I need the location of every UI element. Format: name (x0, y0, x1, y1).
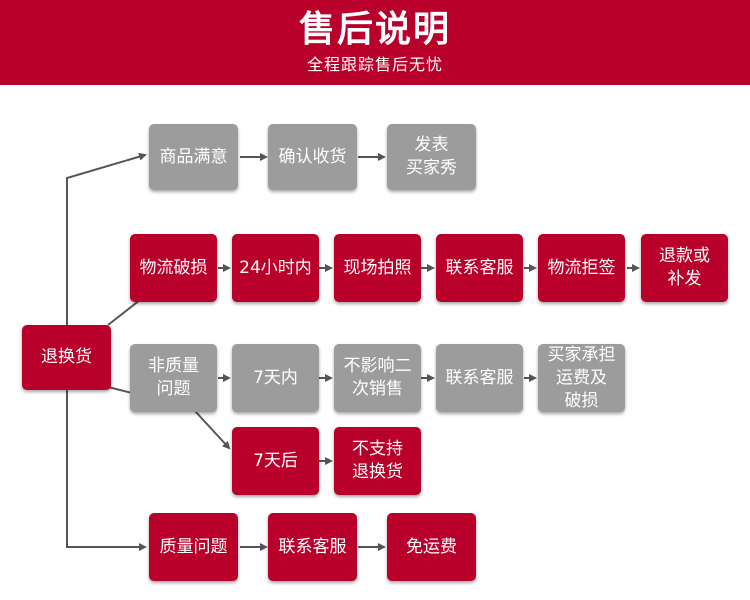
node-refuse-delivery: 物流拒签 (538, 234, 625, 302)
node-after-7-days: 7天后 (232, 427, 319, 495)
node-return-exchange: 退换货 (22, 325, 111, 390)
node-no-resale-impact: 不影响二 次销售 (334, 344, 421, 412)
node-refund-or-resend: 退款或 补发 (641, 234, 728, 302)
node-satisfied: 商品满意 (149, 124, 238, 190)
header-banner: 售后说明 全程跟踪售后无忧 (0, 0, 750, 85)
node-buyer-pays-shipping: 买家承担 运费及 破损 (538, 344, 625, 412)
node-post-review: 发表 买家秀 (387, 124, 476, 190)
node-within-7-days: 7天内 (232, 344, 319, 412)
node-non-quality-issue: 非质量 问题 (130, 344, 217, 412)
node-no-return: 不支持 退换货 (334, 427, 421, 495)
node-contact-support-3: 联系客服 (268, 513, 357, 581)
page-subtitle: 全程跟踪售后无忧 (306, 55, 443, 74)
node-free-shipping: 免运费 (387, 513, 476, 581)
node-take-photos: 现场拍照 (334, 234, 421, 302)
node-within-24h: 24小时内 (232, 234, 319, 302)
node-contact-support: 联系客服 (436, 234, 523, 302)
node-contact-support-2: 联系客服 (436, 344, 523, 412)
node-confirm-receipt: 确认收货 (268, 124, 357, 190)
node-shipping-damage: 物流破损 (130, 234, 217, 302)
page-title: 售后说明 (298, 9, 451, 50)
node-quality-issue: 质量问题 (149, 513, 238, 581)
